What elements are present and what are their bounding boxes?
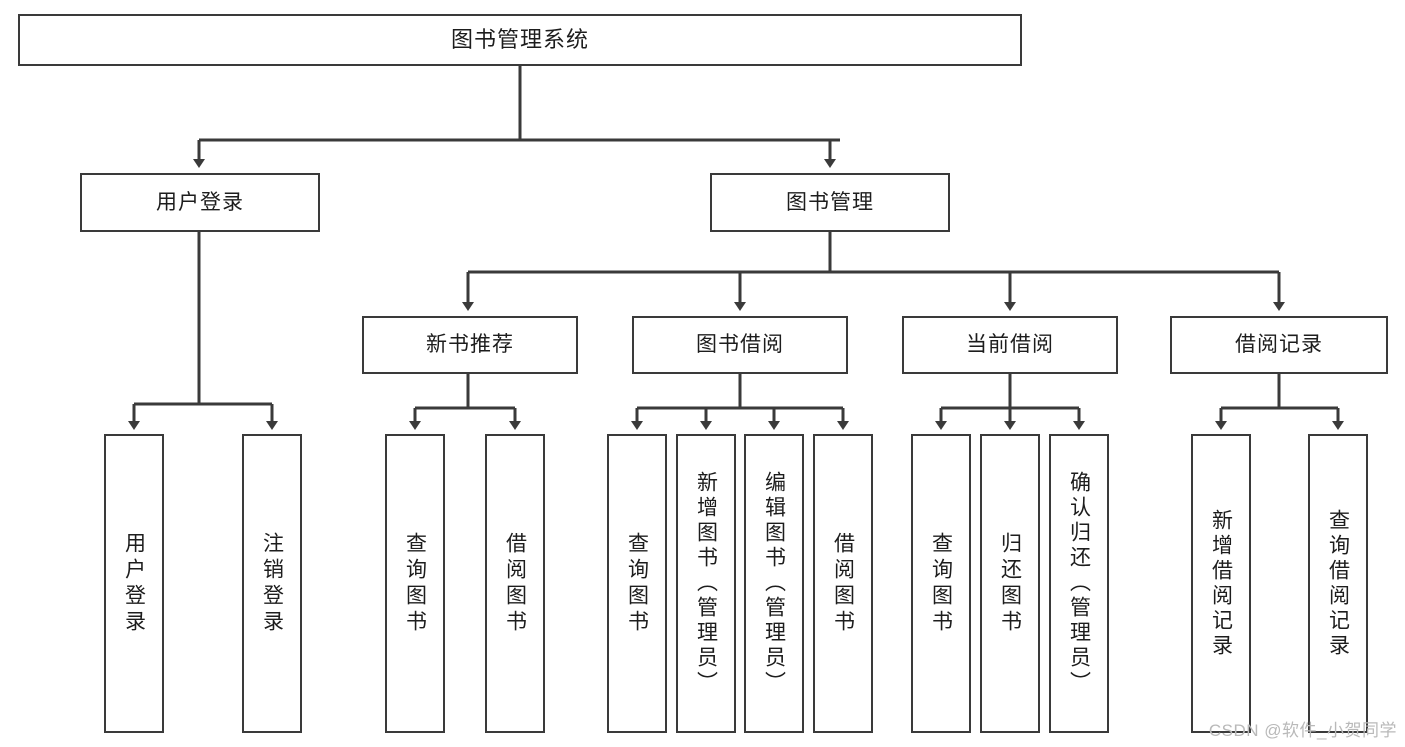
leaf-new-book-borrow[interactable]: 借阅图书 <box>485 434 545 733</box>
leaf-record-add-record[interactable]: 新增借阅记录 <box>1191 434 1251 733</box>
leaf-current-query-book[interactable]: 查询图书 <box>911 434 971 733</box>
leaf-current-return-book[interactable]: 归还图书 <box>980 434 1040 733</box>
node-new-book-recommend[interactable]: 新书推荐 <box>362 316 578 374</box>
leaf-borrow-edit-book-admin[interactable]: 编辑图书（管理员） <box>744 434 804 733</box>
leaf-user-login-logout[interactable]: 注销登录 <box>242 434 302 733</box>
leaf-label: 编辑图书（管理员） <box>762 471 786 696</box>
node-label: 借阅记录 <box>1235 333 1323 357</box>
leaf-label: 新增借阅记录 <box>1209 508 1233 659</box>
node-label: 图书管理系统 <box>450 26 589 52</box>
node-borrow-record[interactable]: 借阅记录 <box>1170 316 1388 374</box>
leaf-borrow-borrow-book[interactable]: 借阅图书 <box>813 434 873 733</box>
leaf-borrow-add-book-admin[interactable]: 新增图书（管理员） <box>676 434 736 733</box>
leaf-label: 归还图书 <box>998 531 1022 636</box>
node-label: 用户登录 <box>156 190 244 214</box>
node-book-management[interactable]: 图书管理 <box>710 173 950 232</box>
leaf-label: 查询图书 <box>625 531 649 636</box>
node-user-login[interactable]: 用户登录 <box>80 173 320 232</box>
node-label: 当前借阅 <box>966 333 1054 357</box>
node-label: 新书推荐 <box>426 333 514 357</box>
node-book-borrow[interactable]: 图书借阅 <box>632 316 848 374</box>
leaf-current-confirm-return-admin[interactable]: 确认归还（管理员） <box>1049 434 1109 733</box>
leaf-record-query-record[interactable]: 查询借阅记录 <box>1308 434 1368 733</box>
leaf-label: 查询图书 <box>929 531 953 636</box>
node-label: 图书管理 <box>786 190 874 214</box>
node-current-borrow[interactable]: 当前借阅 <box>902 316 1118 374</box>
leaf-label: 新增图书（管理员） <box>694 471 718 696</box>
leaf-user-login-login[interactable]: 用户登录 <box>104 434 164 733</box>
leaf-label: 确认归还（管理员） <box>1067 471 1091 696</box>
watermark-text: CSDN @软件_小贺同学 <box>1208 721 1397 740</box>
leaf-new-book-query[interactable]: 查询图书 <box>385 434 445 733</box>
node-label: 图书借阅 <box>696 333 784 357</box>
leaf-label: 查询借阅记录 <box>1326 508 1350 659</box>
leaf-label: 借阅图书 <box>831 531 855 636</box>
leaf-label: 借阅图书 <box>503 531 527 636</box>
leaf-label: 查询图书 <box>403 531 427 636</box>
leaf-label: 用户登录 <box>122 531 146 636</box>
leaf-label: 注销登录 <box>260 531 284 636</box>
leaf-borrow-query-book[interactable]: 查询图书 <box>607 434 667 733</box>
node-root-system[interactable]: 图书管理系统 <box>18 14 1022 66</box>
